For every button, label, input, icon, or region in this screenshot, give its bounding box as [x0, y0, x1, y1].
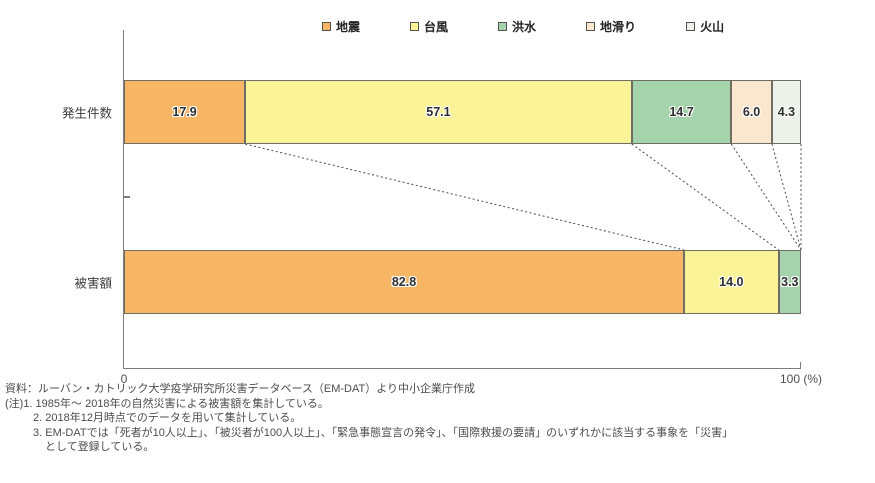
- segment-value-label: 14.7: [669, 105, 694, 119]
- chart-legend: 地震 台風 洪水 地滑り 火山: [322, 18, 724, 35]
- segment-value-label: 4.3: [777, 105, 796, 119]
- x-axis-max-label: 100 (%): [779, 372, 823, 386]
- legend-item-2: 洪水: [498, 18, 536, 35]
- category-label-damage-amount: 被害額: [74, 276, 112, 291]
- legend-label: 台風: [424, 20, 449, 34]
- category-label-occurrence-count: 発生件数: [61, 106, 112, 121]
- y-axis-mid-tick: [124, 196, 130, 198]
- segment-value-label: 82.8: [391, 275, 417, 289]
- legend-label: 地震: [336, 20, 361, 34]
- bar-segment: 14.7: [631, 80, 732, 144]
- bar-segment: 14.0: [683, 250, 779, 314]
- legend-label: 地滑り: [600, 20, 637, 34]
- footer-notes: 資料：ルーバン・カトリック大学疫学研究所災害データベース（EM-DAT）より中小…: [5, 382, 733, 455]
- bar-row-0: 17.9 57.1 14.7 6.0 4.3: [124, 80, 801, 144]
- source-line: 資料：ルーバン・カトリック大学疫学研究所災害データベース（EM-DAT）より中小…: [5, 383, 476, 395]
- note-2: 2. 2018年12月時点でのデータを用いて集計している。: [33, 412, 302, 425]
- segment-value-label: 14.0: [719, 275, 744, 289]
- legend-label: 火山: [700, 20, 725, 34]
- note-3-continued: として登録している。: [45, 441, 155, 454]
- legend-swatch-icon: [322, 22, 331, 31]
- legend-swatch-icon: [586, 22, 596, 31]
- segment-value-label: 17.9: [172, 105, 197, 119]
- legend-item-0: 地震: [322, 18, 360, 35]
- bar-segment: 82.8: [124, 250, 684, 314]
- bar-row-1: 82.8 14.0 3.3: [124, 250, 801, 314]
- legend-swatch-icon: [686, 22, 696, 31]
- legend-swatch-icon: [498, 22, 508, 31]
- plot-area: 17.9 57.1 14.7 6.0 4.3 82.8 14.0 3.3 0 100 (%): [121, 30, 822, 386]
- segment-value-label: 57.1: [426, 105, 451, 119]
- segment-value-label: 6.0: [742, 105, 761, 119]
- note-3: 3. EM-DATでは「死者が10人以上」、「被災者が100人以上」、「緊急事態…: [33, 426, 734, 439]
- bar-segment: 6.0: [731, 80, 772, 144]
- bar-segment: 4.3: [771, 80, 801, 144]
- legend-swatch-icon: [410, 22, 420, 31]
- bar-segment: 17.9: [124, 80, 246, 144]
- legend-item-3: 地滑り: [586, 18, 636, 35]
- bar-segment: 3.3: [778, 250, 801, 314]
- legend-label: 洪水: [512, 20, 537, 34]
- legend-item-4: 火山: [686, 18, 724, 35]
- note-1: (注)1. 1985年～ 2018年の自然災害による被害額を集計している。: [5, 397, 329, 410]
- bar-segment: 57.1: [245, 80, 632, 144]
- segment-value-label: 3.3: [781, 275, 799, 289]
- x-axis-zero-label: 0: [120, 372, 128, 386]
- x-axis-end-tick: [799, 362, 801, 368]
- legend-item-1: 台風: [410, 18, 448, 35]
